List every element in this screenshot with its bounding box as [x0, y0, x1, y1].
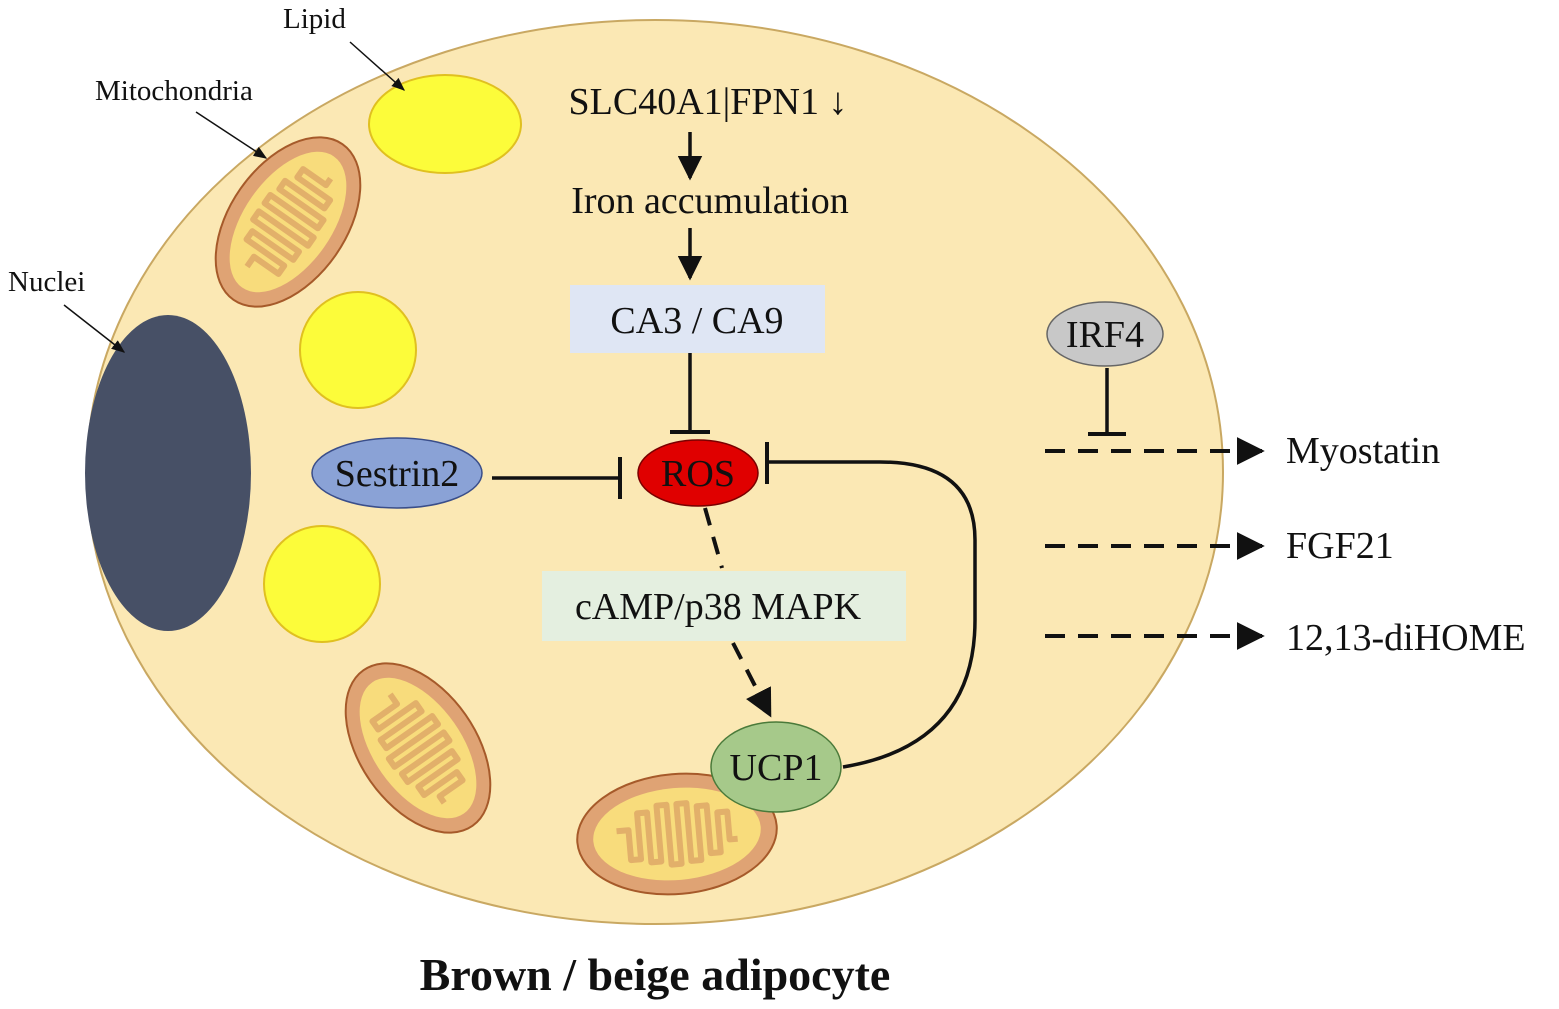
ucp1-node [710, 721, 842, 813]
lipid-droplet-bottom [263, 525, 381, 643]
nuclei-pointer [63, 304, 126, 353]
nucleus [85, 315, 251, 631]
slc40a1-fpn1-label: SLC40A1|FPN1 ↓ [569, 81, 848, 123]
dashed-camp-to-ucp1 [731, 642, 772, 718]
mitochondria-pointer [195, 111, 268, 159]
camp-p38-mapk-label: cAMP/p38 MAPK [575, 586, 862, 628]
lipid-droplet-middle [299, 291, 417, 409]
mitochondrion-lower-left [344, 662, 492, 834]
mitochondrion-upper [214, 136, 362, 308]
irf4-node [1046, 301, 1164, 367]
inhibit-ucp1-to-ros [768, 460, 977, 769]
ros-label: ROS [661, 453, 735, 495]
dihome-label: 12,13-diHOME [1286, 617, 1526, 659]
irf4-label: IRF4 [1066, 314, 1144, 356]
ca3-ca9-label: CA3 / CA9 [610, 300, 783, 342]
sestrin2-label: Sestrin2 [335, 453, 460, 495]
ca3-ca9-box [570, 285, 825, 353]
mitochondrion-bottom [576, 772, 778, 896]
dashed-ros-to-camp [703, 507, 724, 569]
camp-p38-mapk-box [542, 571, 906, 641]
iron-accumulation-label: Iron accumulation [571, 180, 849, 222]
lipid-label: Lipid [283, 3, 346, 35]
lipid-pointer [349, 41, 406, 91]
myostatin-label: Myostatin [1286, 430, 1440, 472]
lipid-droplet-top [368, 74, 522, 174]
fgf21-label: FGF21 [1286, 525, 1394, 567]
mitochondria-label: Mitochondria [95, 75, 253, 107]
ros-node [637, 439, 759, 507]
ucp1-label: UCP1 [730, 747, 823, 789]
sestrin2-node [311, 437, 483, 509]
nuclei-label: Nuclei [8, 266, 85, 298]
figure-title: Brown / beige adipocyte [420, 949, 891, 1000]
